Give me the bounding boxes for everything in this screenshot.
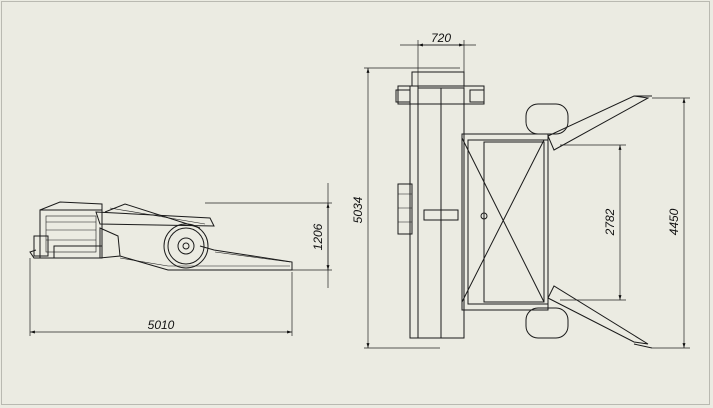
arm-span-label: 4450 xyxy=(667,208,681,235)
top-view-dimensions: 720 5034 2782 4450 xyxy=(351,31,690,349)
top-view-machine xyxy=(395,71,653,349)
side-view-dimensions: 5010 1206 xyxy=(29,183,332,336)
side-length-label: 5010 xyxy=(148,318,175,332)
overall-length-label: 5034 xyxy=(351,196,365,223)
side-view-machine xyxy=(29,201,293,271)
top-width-label: 720 xyxy=(431,31,451,45)
side-height-label: 1206 xyxy=(311,223,325,250)
hopper-span-label: 2782 xyxy=(603,208,617,236)
